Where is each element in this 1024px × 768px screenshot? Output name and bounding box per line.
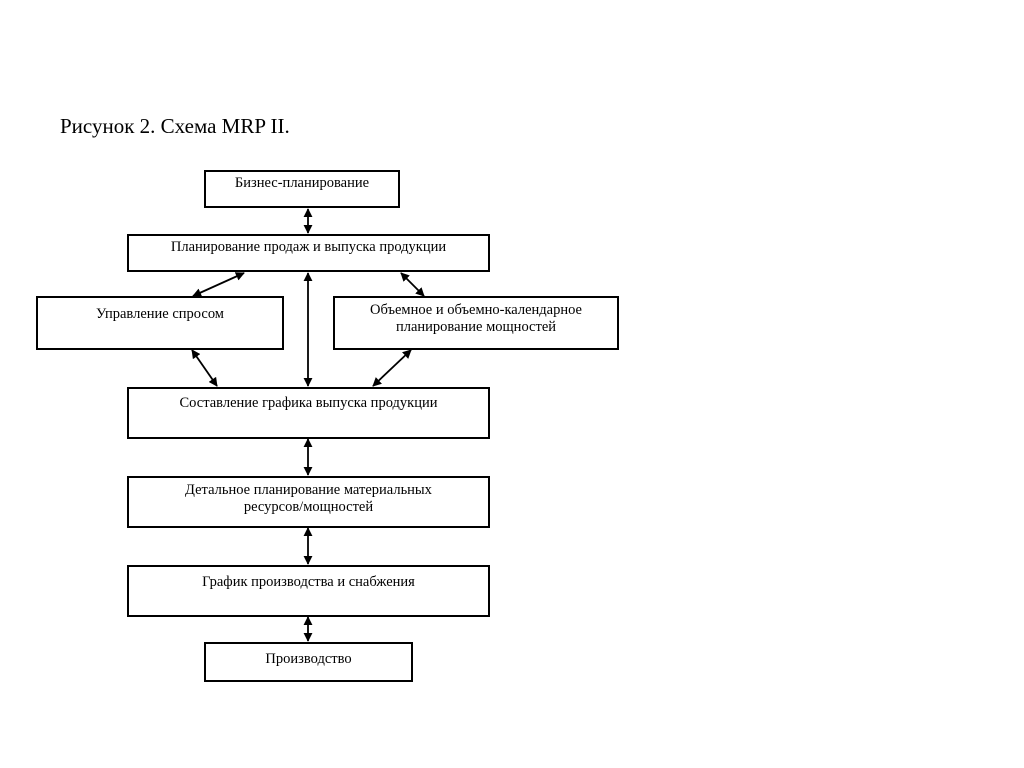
node-capacity-planning-label-line2: планирование мощностей: [395, 319, 557, 335]
node-production: Производство: [204, 642, 413, 682]
arrow-capacity-to-schedule: [372, 349, 412, 387]
node-business-planning-label: Бизнес-планирование: [234, 175, 370, 191]
node-production-schedule-label: Составление графика выпуска продукции: [179, 395, 438, 411]
node-sales-planning: Планирование продаж и выпуска продукции: [127, 234, 490, 272]
node-sales-planning-label: Планирование продаж и выпуска продукции: [170, 239, 447, 255]
node-production-supply-schedule-label: График производства и снабжения: [202, 574, 415, 590]
node-material-planning-label-line2: ресурсов/мощностей: [243, 499, 374, 515]
node-production-schedule: Составление графика выпуска продукции: [127, 387, 490, 439]
arrow-demand-to-schedule: [191, 349, 218, 387]
node-material-planning: Детальное планирование материальных ресу…: [127, 476, 490, 528]
node-capacity-planning-label-line1: Объемное и объемно-календарное: [370, 302, 582, 318]
arrow-sales-to-demand: [192, 272, 245, 297]
node-business-planning: Бизнес-планирование: [204, 170, 400, 208]
figure-caption: Рисунок 2. Схема MRP II.: [60, 114, 290, 138]
node-capacity-planning: Объемное и объемно-календарное планирова…: [333, 296, 619, 350]
node-production-label: Производство: [265, 651, 352, 667]
node-production-supply-schedule: График производства и снабжения: [127, 565, 490, 617]
node-demand-management-label: Управление спросом: [96, 306, 224, 322]
arrow-sales-to-capacity: [400, 272, 425, 297]
node-demand-management: Управление спросом: [36, 296, 284, 350]
node-material-planning-label-line1: Детальное планирование материальных: [185, 482, 432, 498]
